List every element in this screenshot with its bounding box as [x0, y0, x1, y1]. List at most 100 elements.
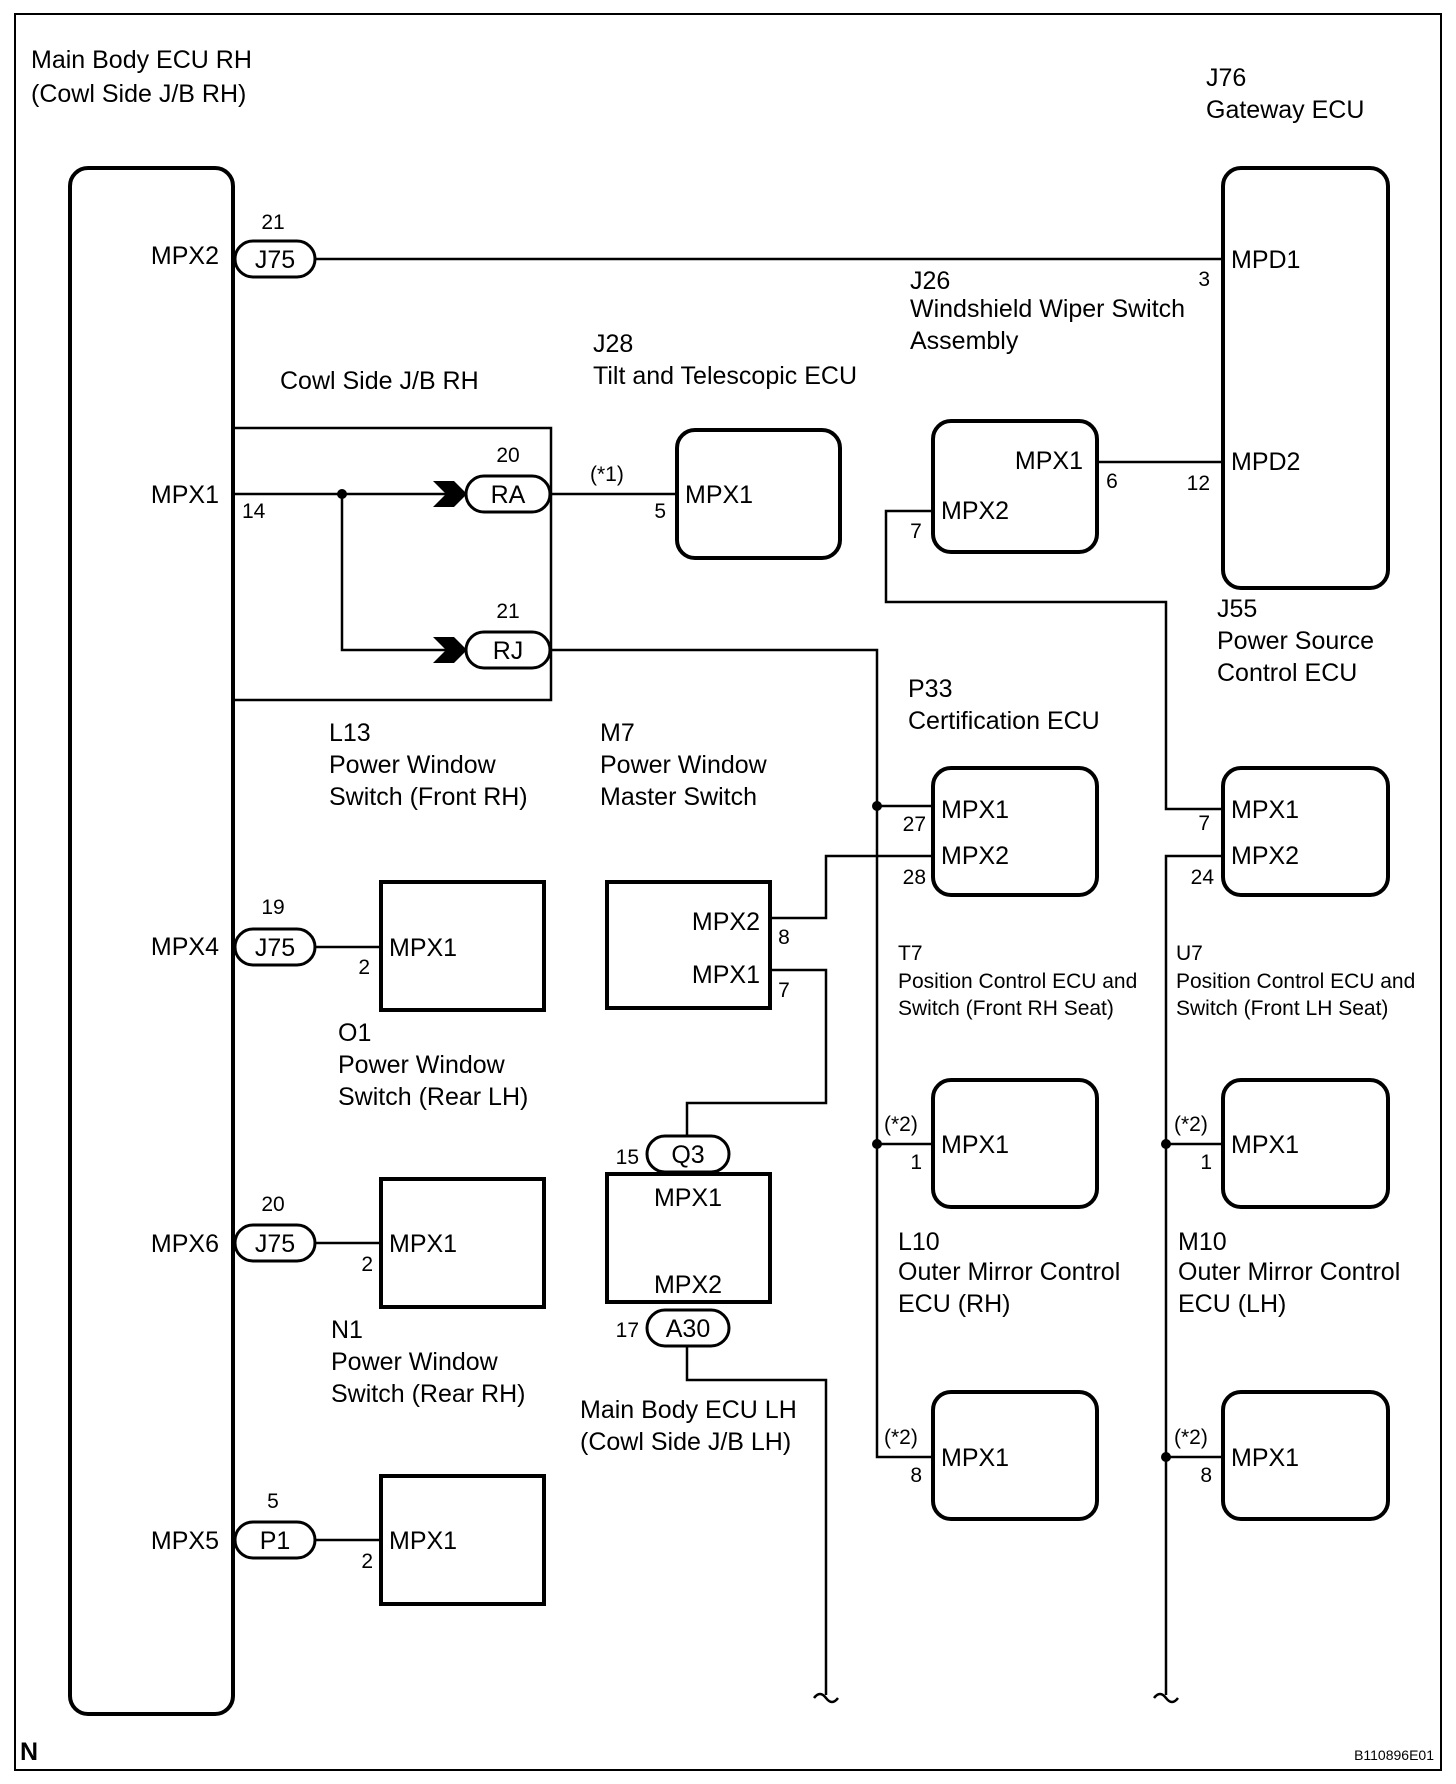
pw-rear-rh-pin: 2 — [361, 1253, 373, 1276]
mirror-rh-note: (*2) — [884, 1426, 918, 1449]
pw-front-rh-name-2: Switch (Front RH) — [329, 783, 528, 811]
mpx2-connector-label: J75 — [255, 246, 295, 274]
pw-mpx5-switch-mpx1: MPX1 — [389, 1527, 457, 1555]
mirror-lh-code: M10 — [1178, 1228, 1227, 1256]
seat-lh-box — [1221, 1078, 1390, 1209]
mirror-rh-code: L10 — [898, 1228, 940, 1256]
pw-rear-rh-name: Power Window — [331, 1348, 499, 1376]
mpx5-connector-label: P1 — [260, 1527, 291, 1555]
diagram-frame — [14, 13, 1442, 1771]
main-ecu-lh-subtitle: (Cowl Side J/B LH) — [580, 1428, 791, 1456]
a30-connector-label: A30 — [666, 1315, 710, 1343]
seat-rh-name-2: Switch (Front RH Seat) — [898, 997, 1114, 1020]
seat-rh-note: (*2) — [884, 1113, 918, 1136]
main-ecu-rh-mpx4: MPX4 — [151, 933, 219, 961]
main-ecu-lh-mpx2: MPX2 — [654, 1271, 722, 1299]
power-source-ecu-pin-mpx2: 24 — [1191, 866, 1215, 889]
cowl-jb-rh-outline — [233, 426, 553, 702]
pw-master-code: M7 — [600, 719, 635, 747]
cowl-jb-rh-label: Cowl Side J/B RH — [280, 367, 479, 395]
ra-arrow — [433, 481, 467, 507]
gateway-ecu-pin-mpd2: 12 — [1187, 472, 1210, 495]
mpx6-connector-label: J75 — [255, 1230, 295, 1258]
seat-rh-mpx1: MPX1 — [941, 1131, 1009, 1159]
seat-lh-note: (*2) — [1174, 1113, 1208, 1136]
certification-ecu-code: P33 — [908, 675, 952, 703]
seat-lh-pin: 1 — [1200, 1151, 1212, 1174]
pw-rear-rh-name-2: Switch (Rear RH) — [331, 1380, 525, 1408]
gateway-ecu-code: J76 — [1206, 64, 1246, 92]
pw-rear-lh-code: O1 — [338, 1019, 371, 1047]
main-ecu-rh-subtitle: (Cowl Side J/B RH) — [31, 80, 246, 108]
certification-ecu-mpx2: MPX2 — [941, 842, 1009, 870]
pw-rear-lh-box — [379, 880, 546, 1012]
pw-rear-lh-name-2: Switch (Rear LH) — [338, 1083, 528, 1111]
mirror-lh-note: (*2) — [1174, 1426, 1208, 1449]
wiper-switch-name: Windshield Wiper Switch — [910, 295, 1185, 323]
pw-rear-rh-box — [379, 1177, 546, 1309]
certification-ecu-name: Certification ECU — [908, 707, 1100, 735]
main-ecu-lh-box — [605, 1172, 772, 1304]
power-source-ecu-name: Power Source — [1217, 627, 1374, 655]
power-source-ecu-mpx1: MPX1 — [1231, 796, 1299, 824]
wiper-switch-mpx1: MPX1 — [1015, 447, 1083, 475]
wiper-switch-mpx2: MPX2 — [941, 497, 1009, 525]
tilt-ecu-code: J28 — [593, 330, 633, 358]
mirror-lh-box — [1221, 1390, 1390, 1521]
certification-ecu-box — [931, 766, 1099, 897]
wiper-switch-code: J26 — [910, 267, 950, 295]
wire-master-mpx1-to-q3 — [685, 968, 828, 1136]
seat-rh-box — [931, 1078, 1099, 1209]
main-ecu-rh-box — [68, 166, 235, 1716]
mpx4-connector-label: J75 — [255, 934, 295, 962]
ra-connector-pin: 20 — [496, 444, 519, 467]
mirror-lh-name: Outer Mirror Control — [1178, 1258, 1400, 1286]
seat-rh-pin: 1 — [910, 1151, 922, 1174]
bus-splice-seat-rh — [872, 1139, 882, 1149]
mirror-rh-pin: 8 — [910, 1464, 922, 1487]
pw-rear-rh-code: N1 — [331, 1316, 363, 1344]
seat-rh-name: Position Control ECU and — [898, 970, 1137, 993]
gateway-ecu-name: Gateway ECU — [1206, 96, 1364, 124]
pw-mpx5-switch-pin: 2 — [361, 1550, 373, 1573]
seat-lh-name: Position Control ECU and — [1176, 970, 1415, 993]
wire-wiper-to-power-source — [884, 509, 1223, 811]
mpx2-connector-pin: 21 — [261, 211, 284, 234]
seat-lh-mpx1: MPX1 — [1231, 1131, 1299, 1159]
mirror-rh-name: Outer Mirror Control — [898, 1258, 1120, 1286]
pw-master-box — [605, 880, 772, 1010]
pw-front-rh-name: Power Window — [329, 751, 497, 779]
ra-connector-label: RA — [491, 481, 526, 509]
seat-lh-code: U7 — [1176, 942, 1203, 965]
power-source-ecu-pin-mpx1: 7 — [1198, 812, 1210, 835]
main-ecu-lh-mpx1: MPX1 — [654, 1184, 722, 1212]
tilt-ecu-name: Tilt and Telescopic ECU — [593, 362, 857, 390]
main-ecu-rh-mpx2: MPX2 — [151, 242, 219, 270]
bus-splice-certification — [872, 801, 882, 811]
rj-connector-pin: 21 — [496, 600, 519, 623]
q3-connector-pin: 15 — [616, 1146, 639, 1169]
pw-master-mpx2: MPX2 — [692, 908, 760, 936]
gateway-ecu-mpd1: MPD1 — [1231, 246, 1300, 274]
mpx1-pin: 14 — [242, 500, 266, 523]
wiper-switch-box — [931, 419, 1099, 554]
pw-rear-lh-name: Power Window — [338, 1051, 506, 1079]
tilt-ecu-pin: 5 — [654, 500, 666, 523]
figure-id: B110896E01 — [1354, 1747, 1434, 1763]
gateway-ecu-mpd2: MPD2 — [1231, 448, 1300, 476]
wire-mpx1-branch — [340, 494, 460, 652]
mpx6-connector-pin: 20 — [261, 1193, 284, 1216]
power-source-ecu-code: J55 — [1217, 595, 1257, 623]
wiper-switch-pin-mpx2: 7 — [910, 520, 922, 543]
certification-ecu-pin-mpx2: 28 — [903, 866, 926, 889]
pw-master-pin-mpx1: 7 — [778, 979, 790, 1002]
main-ecu-rh-mpx1: MPX1 — [151, 481, 219, 509]
seat-lh-name-2: Switch (Front LH Seat) — [1176, 997, 1388, 1020]
power-source-ecu-mpx2: MPX2 — [1231, 842, 1299, 870]
main-ecu-rh-mpx5: MPX5 — [151, 1527, 219, 1555]
corner-letter: N — [20, 1738, 38, 1766]
main-ecu-rh-mpx6: MPX6 — [151, 1230, 219, 1258]
mirror-rh-mpx1: MPX1 — [941, 1444, 1009, 1472]
wire-a30-down — [685, 1346, 828, 1695]
